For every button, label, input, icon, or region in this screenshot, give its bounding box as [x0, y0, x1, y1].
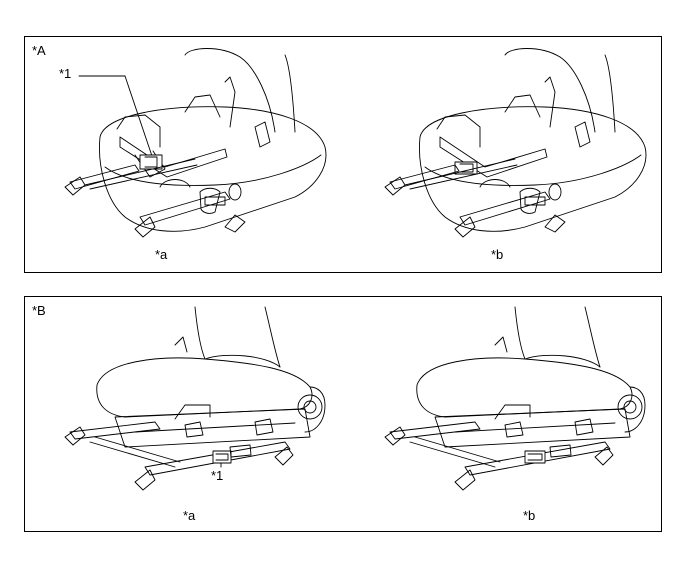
panel-label: *A: [32, 43, 46, 58]
panel-b: *B *1 *a *b: [24, 296, 662, 532]
seat-right-b: [384, 48, 647, 238]
sub-label-left: *a: [155, 247, 168, 262]
seat-illustration-a: [64, 48, 647, 238]
seat-left-a: [64, 306, 326, 491]
callout-label: *1: [59, 66, 72, 81]
panel-a: *A *1 *a *b: [24, 36, 662, 273]
sub-label-right: *b: [523, 508, 536, 523]
seat-illustration-b: [64, 306, 646, 491]
seat-left-a: [64, 48, 327, 238]
callout-label: *1: [211, 468, 224, 483]
panel-label: *B: [32, 303, 46, 318]
sub-label-left: *a: [183, 508, 196, 523]
callout-leader: [124, 75, 156, 166]
sub-label-right: *b: [491, 247, 504, 262]
seat-right-b: [384, 306, 646, 491]
